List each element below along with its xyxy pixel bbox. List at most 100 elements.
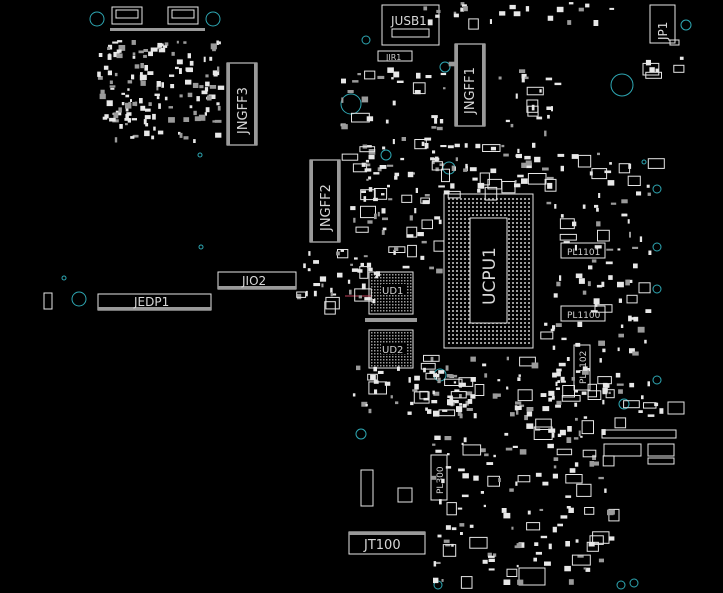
pad <box>647 414 655 417</box>
pad <box>153 126 156 131</box>
pad <box>468 278 470 280</box>
pad <box>401 274 403 276</box>
pad <box>460 294 462 296</box>
pad <box>170 84 175 89</box>
pad <box>548 390 555 396</box>
hole <box>340 93 362 115</box>
pad <box>484 326 486 328</box>
pad <box>410 280 412 282</box>
pad <box>563 241 570 244</box>
pad <box>392 298 394 300</box>
pad <box>392 277 394 279</box>
pad <box>512 330 514 332</box>
pad <box>508 258 510 260</box>
pad <box>140 63 144 69</box>
pad <box>296 293 302 300</box>
pad <box>512 310 514 312</box>
pad <box>380 365 382 367</box>
pad <box>456 254 458 256</box>
pad <box>380 359 382 361</box>
pad <box>350 263 353 266</box>
pad <box>560 165 564 172</box>
pad <box>452 298 454 300</box>
pad <box>451 543 454 547</box>
pad <box>476 202 478 204</box>
pad <box>460 7 465 12</box>
pad <box>389 362 391 364</box>
pad <box>528 278 530 280</box>
pad <box>204 87 209 92</box>
pad <box>492 342 494 344</box>
pad <box>131 118 137 121</box>
pad <box>398 310 400 312</box>
pad <box>545 77 553 81</box>
pad <box>553 293 558 298</box>
pad <box>377 338 379 340</box>
pad <box>443 87 446 90</box>
pad <box>577 321 583 327</box>
pad <box>492 210 494 212</box>
pad <box>383 310 385 312</box>
pad <box>207 95 212 101</box>
pad <box>524 198 526 200</box>
pad <box>465 400 469 406</box>
pad <box>512 234 514 236</box>
pad <box>383 341 385 343</box>
pad <box>452 302 454 304</box>
pad <box>528 238 530 240</box>
pad <box>377 167 382 172</box>
pad <box>464 230 466 232</box>
hole <box>652 242 662 252</box>
pad <box>366 178 369 181</box>
pad <box>598 476 604 480</box>
pad <box>325 296 340 310</box>
pad <box>598 558 604 563</box>
pad <box>452 262 454 264</box>
pad <box>371 332 373 334</box>
pad <box>456 326 458 328</box>
pad <box>639 236 643 242</box>
pad <box>508 222 510 224</box>
pad <box>164 42 169 46</box>
pad <box>608 391 611 394</box>
pad <box>377 332 379 334</box>
pad <box>371 338 373 340</box>
pad <box>464 334 466 336</box>
pad <box>435 561 441 564</box>
pad <box>401 341 403 343</box>
pad <box>392 301 394 303</box>
pad <box>511 526 514 530</box>
pad <box>520 242 522 244</box>
pad <box>308 251 311 256</box>
pad <box>452 202 454 204</box>
pad <box>398 365 400 367</box>
pad <box>625 279 630 286</box>
pad <box>464 198 466 200</box>
pad <box>432 443 436 446</box>
pad <box>114 137 118 143</box>
pad <box>463 168 468 172</box>
pl1100-label: PL1100 <box>567 311 601 321</box>
pad <box>512 274 514 276</box>
pad <box>617 347 620 352</box>
pad <box>371 356 373 358</box>
pad <box>482 363 487 367</box>
pad <box>526 423 534 429</box>
pad <box>558 362 566 367</box>
pad <box>407 335 409 337</box>
pad <box>490 168 497 174</box>
pad <box>380 341 382 343</box>
pad <box>401 365 403 367</box>
pad <box>464 226 466 228</box>
pad <box>134 64 140 69</box>
pad <box>360 262 364 266</box>
pad <box>374 362 376 364</box>
pad <box>131 40 136 45</box>
pad <box>501 181 516 194</box>
pad <box>445 543 451 547</box>
pad <box>539 89 542 93</box>
pad <box>452 246 454 248</box>
pad <box>424 194 430 197</box>
pad <box>104 114 109 119</box>
pad <box>364 168 372 172</box>
